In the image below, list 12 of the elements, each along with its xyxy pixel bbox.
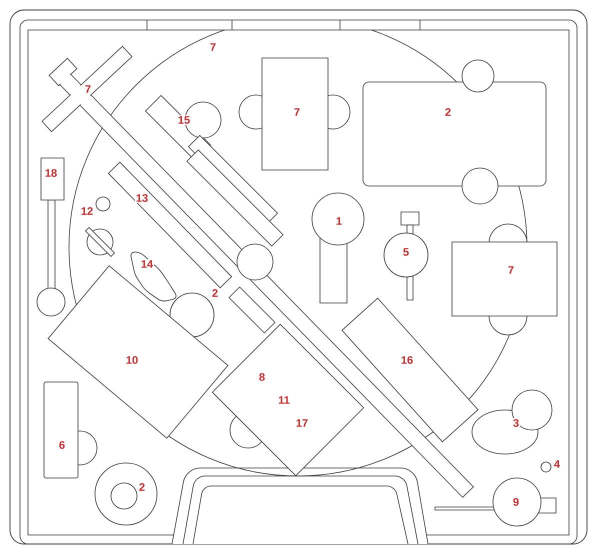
callout-number: 2 [210, 288, 220, 298]
callout-number: 13 [134, 193, 150, 203]
callout-number: 4 [552, 459, 562, 469]
callout-number: 11 [277, 395, 291, 405]
callout-number: 7 [208, 42, 218, 52]
callout-number: 10 [124, 355, 140, 365]
callout-number: 14 [140, 259, 154, 269]
callout-number: 16 [400, 355, 414, 365]
callout-number: 17 [294, 418, 310, 428]
callout-number: 18 [44, 168, 58, 178]
callout-number: 12 [80, 206, 94, 216]
callout-number: 15 [176, 115, 192, 125]
